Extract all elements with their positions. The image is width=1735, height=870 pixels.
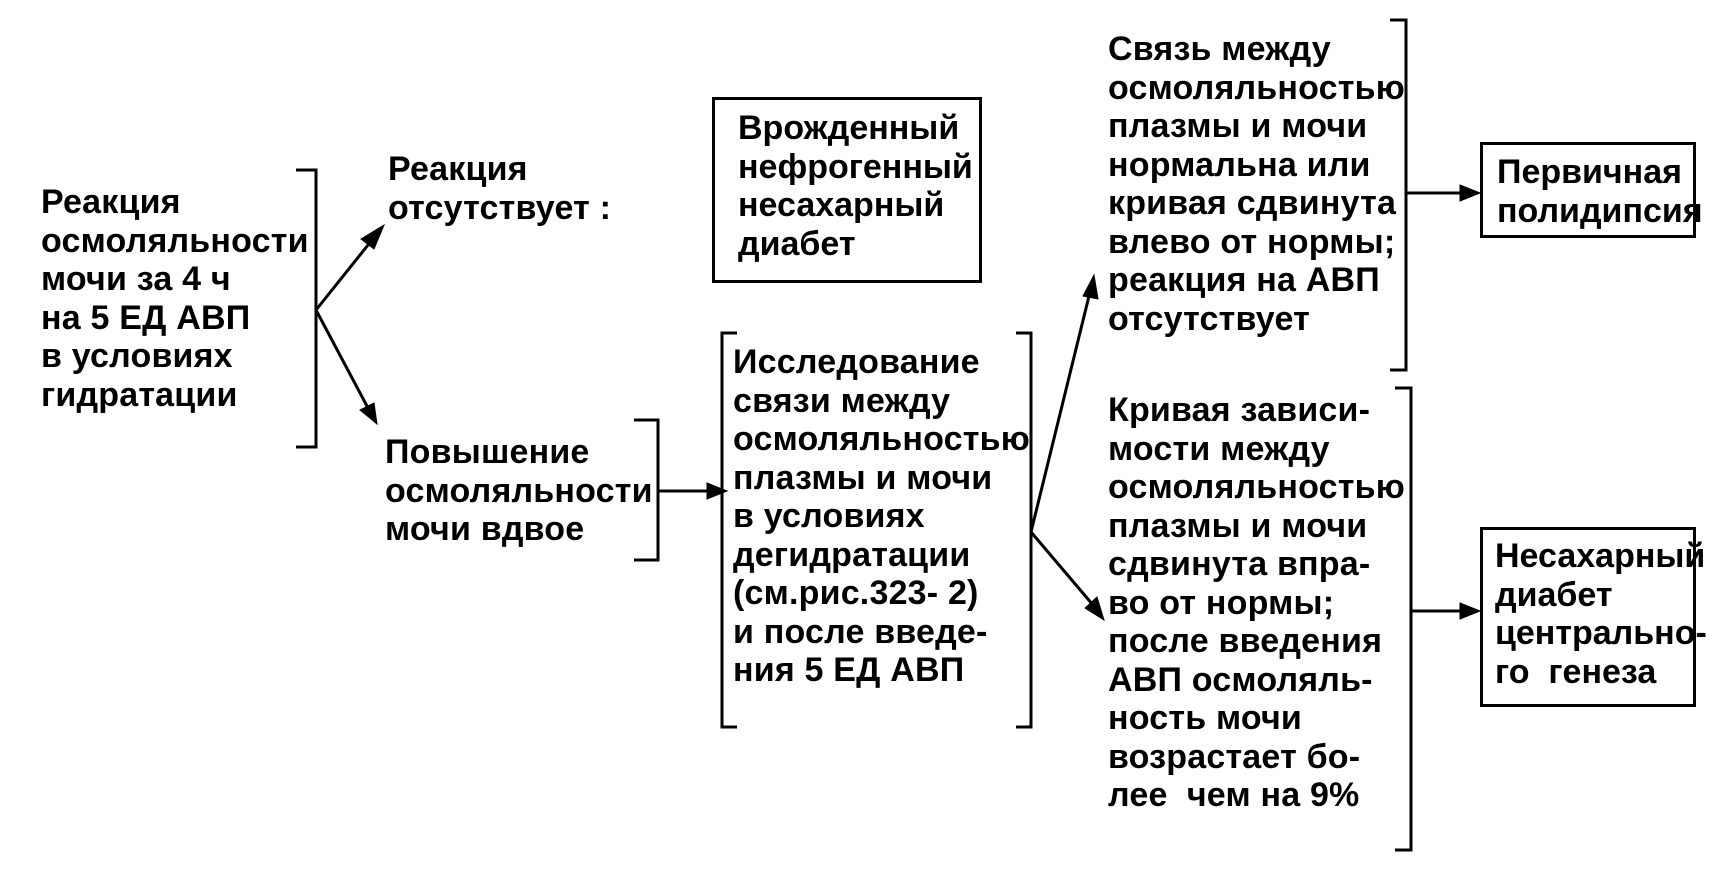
nephrogenic-diabetes-text: Врожденный нефрогенный несахарный диабет: [738, 109, 973, 263]
result-normal-bracket: [1390, 18, 1408, 372]
result-normal-text: Связь между осмоляльностью плазмы и мочи…: [1108, 30, 1405, 338]
arrow-to-no-reaction: [314, 239, 374, 311]
result-shifted-bracket: [1395, 386, 1413, 852]
arrowhead-increase: [359, 402, 378, 426]
central-diabetes-box: Несахарный диабет центрально- го генеза: [1480, 527, 1707, 707]
study-description: Исследование связи между осмоляльностью …: [733, 343, 1030, 689]
arrowhead-study: [706, 482, 729, 500]
central-diabetes-text: Несахарный диабет центрально- го генеза: [1495, 537, 1707, 691]
primary-polydipsia-box: Первичная полидипсия: [1480, 142, 1703, 238]
arrow-to-result-normal: [1029, 291, 1092, 533]
arrowhead-central: [1459, 602, 1482, 620]
arrowhead-no-reaction: [360, 223, 386, 250]
primary-polydipsia-text: Первичная полидипсия: [1497, 153, 1703, 230]
result-shifted-text: Кривая зависи- мости между осмоляльность…: [1108, 391, 1405, 814]
study-bracket-left: [720, 331, 737, 729]
nephrogenic-diabetes-box: Врожденный нефрогенный несахарный диабет: [712, 97, 982, 283]
start-condition: Реакция осмоляльности мочи за 4 ч на 5 Е…: [41, 183, 309, 414]
arrowhead-result-shifted: [1084, 596, 1105, 622]
arrowhead-result-normal: [1082, 273, 1099, 300]
arrow-to-increase: [314, 309, 370, 409]
arrow-to-result-shifted: [1029, 531, 1095, 606]
no-reaction-label: Реакция отсутствует :: [388, 150, 612, 227]
osmolality-increase-label: Повышение осмоляльности мочи вдвое: [385, 433, 653, 548]
arrowhead-primary: [1459, 184, 1482, 202]
